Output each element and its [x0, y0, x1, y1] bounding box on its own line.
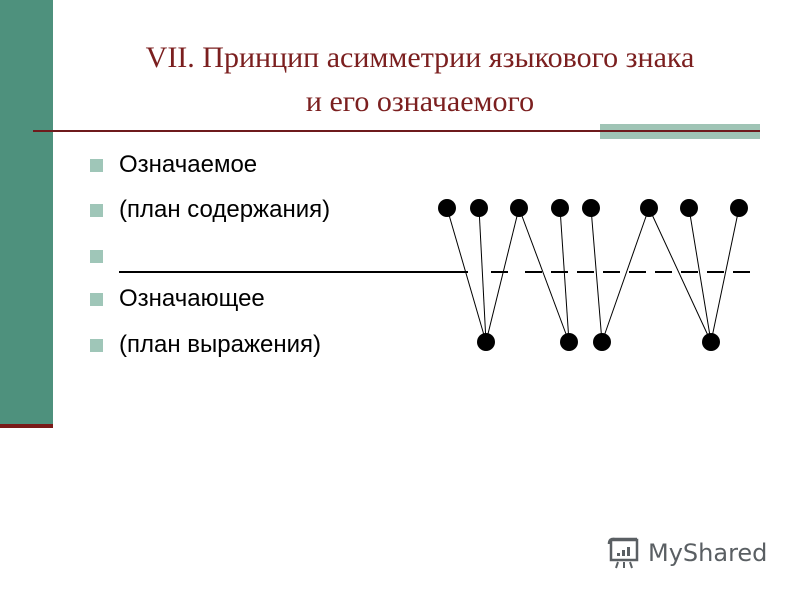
link-line: [518, 207, 570, 343]
presentation-board-icon: [607, 537, 639, 569]
square-bullet-icon: [90, 292, 103, 306]
watermark-text: MyShared: [648, 539, 768, 567]
separator-line: [119, 271, 467, 273]
sidebar-decoration: [0, 0, 53, 426]
title-line-1: VII. Принцип асимметрии языкового знака: [145, 41, 695, 74]
square-bullet-icon: [90, 203, 103, 217]
link-line: [485, 207, 520, 343]
signified-dot: [470, 199, 488, 217]
link-line: [446, 207, 487, 343]
link-line: [648, 207, 712, 343]
slide-title: VII. Принцип асимметрии языкового знака …: [60, 36, 780, 124]
bullet-text: (план выражения): [119, 331, 322, 358]
myshared-watermark: MyShared: [606, 536, 767, 570]
bullet-text: (план содержания): [119, 196, 331, 223]
signifier-dot: [560, 333, 578, 351]
signifier-dot: [477, 333, 495, 351]
signified-dot: [510, 199, 528, 217]
square-bullet-icon: [90, 338, 103, 352]
bullet-item: Означаемое: [90, 145, 257, 185]
link-line: [478, 207, 487, 343]
link-line: [710, 207, 740, 343]
title-line-2: и его означаемого: [305, 85, 535, 118]
bullet-item: Означающее: [90, 279, 265, 319]
title-divider: [33, 130, 760, 132]
link-line: [559, 207, 570, 343]
link-line: [688, 207, 712, 343]
link-line: [590, 207, 603, 343]
dots: [438, 199, 748, 351]
bullet-item: (план выражения): [90, 325, 321, 365]
square-bullet-icon: [90, 249, 103, 263]
bullet-item: (план содержания): [90, 190, 330, 230]
signified-dot: [438, 199, 456, 217]
square-bullet-icon: [90, 158, 103, 172]
signified-dot: [551, 199, 569, 217]
connection-lines: [446, 207, 740, 343]
sidebar-bottom-line: [0, 424, 53, 428]
signified-dot: [730, 199, 748, 217]
signified-dot: [640, 199, 658, 217]
signifier-dot: [593, 333, 611, 351]
signified-dot: [680, 199, 698, 217]
bullet-item: [90, 236, 119, 276]
signifier-dot: [702, 333, 720, 351]
signified-dot: [582, 199, 600, 217]
bullet-text: Означающее: [119, 285, 265, 312]
bullet-text: Означаемое: [119, 151, 258, 178]
link-line: [601, 207, 650, 343]
